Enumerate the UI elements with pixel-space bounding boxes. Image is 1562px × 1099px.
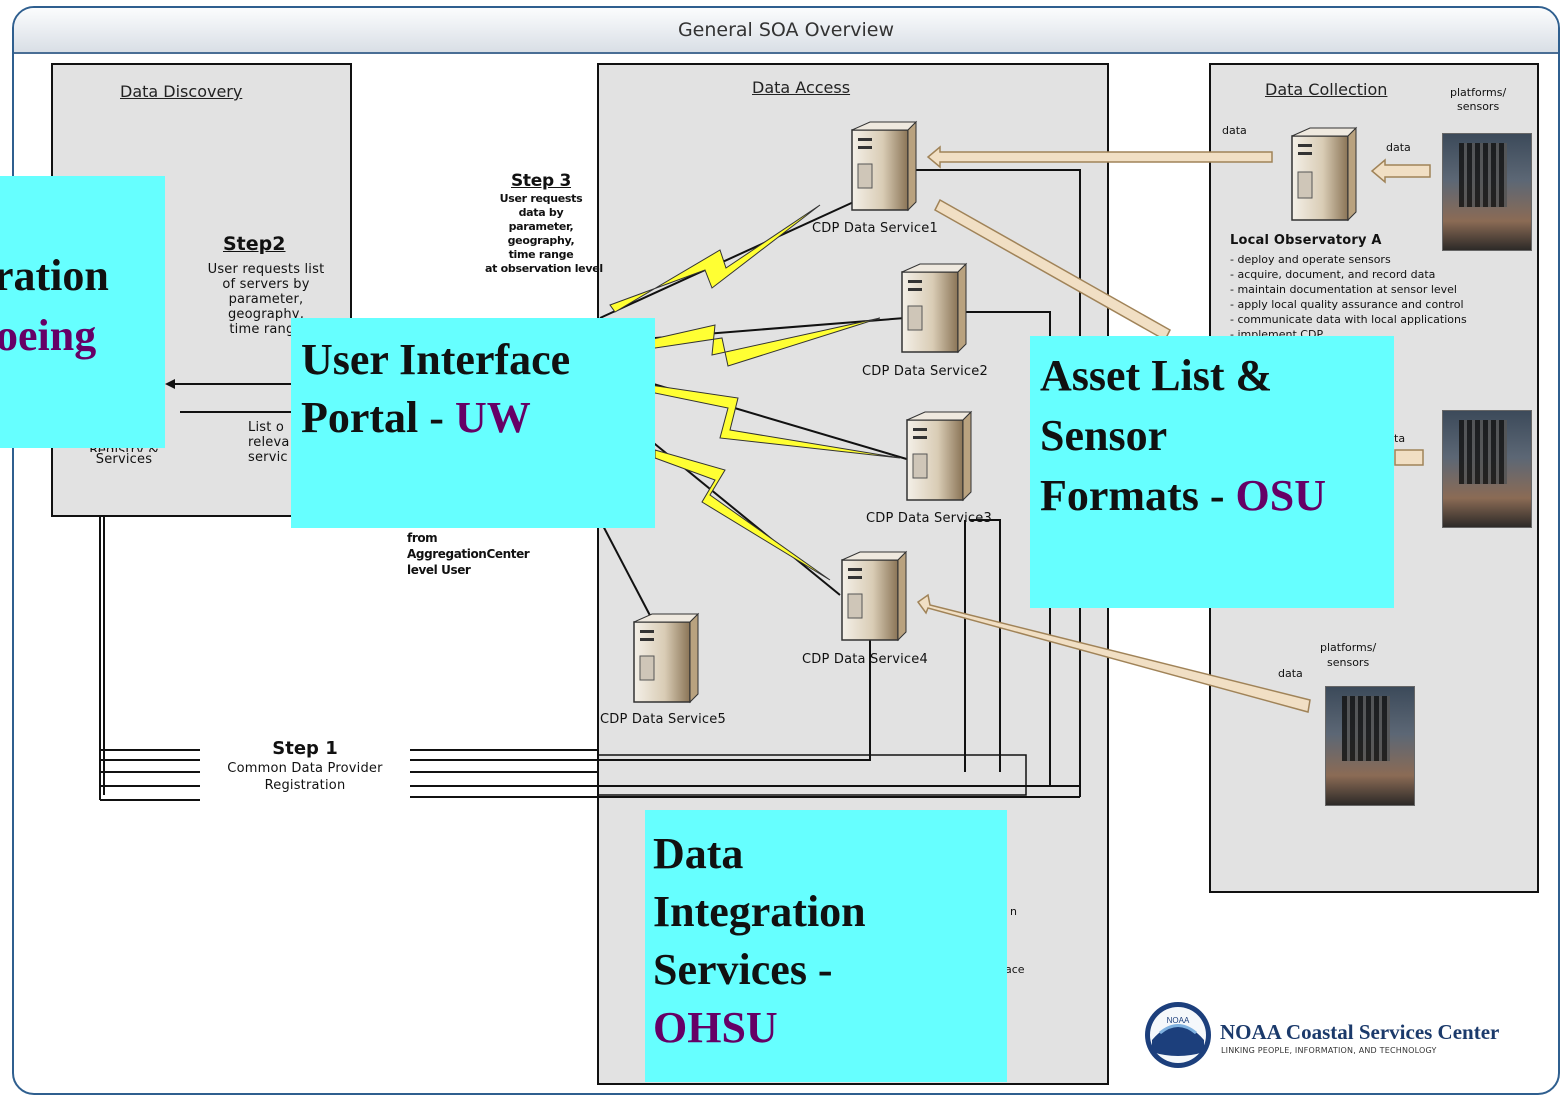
task-line: - apply local quality assurance and cont… <box>1230 298 1464 311</box>
noaa-emblem-text: NOAA <box>1167 1016 1190 1025</box>
sensor-photo-2 <box>1442 410 1532 528</box>
user-interface-portal-box: User Interface Portal - UW <box>291 318 655 528</box>
server-icon-3 <box>906 410 973 502</box>
platforms-line: sensors <box>1327 656 1370 669</box>
list-line: List o <box>248 420 285 435</box>
dis-line-1: Data <box>653 829 744 878</box>
step2-text: User requests list of servers by paramet… <box>196 262 336 337</box>
data-collection-title: Data Collection <box>1265 80 1388 99</box>
platforms-line: sensors <box>1457 100 1500 113</box>
step3-line: geography, <box>507 234 575 247</box>
task-line: - maintain documentation at sensor level <box>1230 283 1457 296</box>
integration-line: ration <box>0 251 109 300</box>
access-bottom-label-1: n <box>1010 905 1017 918</box>
server-icon-observatory <box>1291 126 1358 222</box>
sensor-photo-1 <box>1442 133 1532 251</box>
platforms-line: platforms/ <box>1320 641 1377 654</box>
step1-line: Common Data Provider <box>227 761 383 776</box>
step1-line: Registration <box>264 778 346 793</box>
list-line: releva <box>248 435 290 450</box>
task-line: - deploy and operate sensors <box>1230 253 1391 266</box>
step1-title: Step 1 <box>272 738 338 759</box>
step2-title: Step2 <box>223 233 286 255</box>
server-icon-1 <box>851 120 918 212</box>
noaa-emblem: NOAA <box>1145 1002 1211 1068</box>
noaa-logo-tagline: LINKING PEOPLE, INFORMATION, AND TECHNOL… <box>1221 1046 1437 1055</box>
dis-org: OHSU <box>653 1003 778 1052</box>
data-integration-services-box: Data Integration Services - OHSU <box>645 810 1007 1082</box>
dis-line-3: Services - <box>653 945 833 994</box>
collection-data-label-3: ta <box>1394 432 1406 445</box>
asset-line-1: Asset List & <box>1040 351 1273 400</box>
platforms-label-2: platforms/ sensors <box>1320 640 1376 670</box>
step3-text: Step 3 User requests data by parameter, … <box>485 170 603 276</box>
step2-line: parameter, <box>228 292 304 307</box>
service-label-2: CDP Data Service2 <box>862 364 988 379</box>
observatory-tasks: - deploy and operate sensors - acquire, … <box>1230 252 1467 342</box>
step3-line: time range <box>508 248 574 261</box>
portal-org: UW <box>454 393 531 442</box>
step3-line: data by <box>518 206 564 219</box>
service-label-1: CDP Data Service1 <box>812 221 938 236</box>
step3-line: User requests <box>499 192 583 205</box>
server-icon-2 <box>901 262 968 354</box>
observatory-title: Local Observatory A <box>1230 233 1382 248</box>
step3-tail-text: from AggregationCenter level User <box>407 530 530 578</box>
platforms-label-1: platforms/ sensors <box>1450 86 1506 114</box>
step2-line: time range <box>229 322 303 337</box>
step3-line: at observation level <box>485 262 603 275</box>
step3-tail-line: level User <box>407 563 471 577</box>
asset-list-box: Asset List & Sensor Formats - OSU <box>1030 336 1394 608</box>
asset-org: OSU <box>1235 471 1326 520</box>
step3-title: Step 3 <box>510 171 572 191</box>
server-icon-5 <box>633 612 700 704</box>
collection-data-label-2: data <box>1386 141 1411 154</box>
access-inner-box <box>597 754 1027 796</box>
arrow-head <box>165 379 175 389</box>
dis-line-2: Integration <box>653 887 866 936</box>
asset-line-3-prefix: Formats - <box>1040 471 1236 520</box>
data-flow-arrows <box>916 145 1431 713</box>
server-icon-4 <box>841 550 908 642</box>
window-title: General SOA Overview <box>14 8 1558 54</box>
registry-line: Services <box>95 452 153 467</box>
list-of-services-text: List o releva servic <box>248 420 290 465</box>
collection-data-label-1: data <box>1222 124 1247 137</box>
service-label-5: CDP Data Service5 <box>600 712 726 727</box>
platforms-line: platforms/ <box>1450 86 1507 99</box>
portal-line-2-prefix: Portal - <box>301 393 455 442</box>
collection-data-label-4: data <box>1278 667 1303 680</box>
step2-line: geography, <box>227 307 305 322</box>
noaa-logo-name: NOAA Coastal Services Center <box>1220 1020 1500 1044</box>
list-line: servic <box>248 450 288 465</box>
step2-line: of servers by <box>222 277 310 292</box>
service-label-3: CDP Data Service3 <box>866 511 992 526</box>
task-line: - communicate data with local applicatio… <box>1230 313 1467 326</box>
step3-line: parameter, <box>508 220 574 233</box>
task-line: - acquire, document, and record data <box>1230 268 1436 281</box>
step1-text: Step 1 Common Data Provider Registration <box>205 738 405 794</box>
data-access-title: Data Access <box>752 78 851 97</box>
asset-line-3: Formats - OSU <box>1040 468 1326 523</box>
asset-line-2: Sensor <box>1040 411 1168 460</box>
step3-tail-line: AggregationCenter <box>407 547 530 561</box>
data-discovery-title: Data Discovery <box>120 82 243 101</box>
boeing-line: oeing <box>0 311 97 360</box>
step3-tail-line: from <box>407 531 438 545</box>
service-label-4: CDP Data Service4 <box>802 652 928 667</box>
portal-line-2: Portal - UW <box>301 390 531 445</box>
sensor-photo-3 <box>1325 686 1415 806</box>
wireless-bolts <box>609 204 901 581</box>
integration-boeing-box: ration oeing <box>0 176 165 448</box>
portal-line-1: User Interface <box>301 335 571 384</box>
step2-line: User requests list <box>207 262 325 277</box>
access-bottom-label-2: ace <box>1005 963 1025 976</box>
